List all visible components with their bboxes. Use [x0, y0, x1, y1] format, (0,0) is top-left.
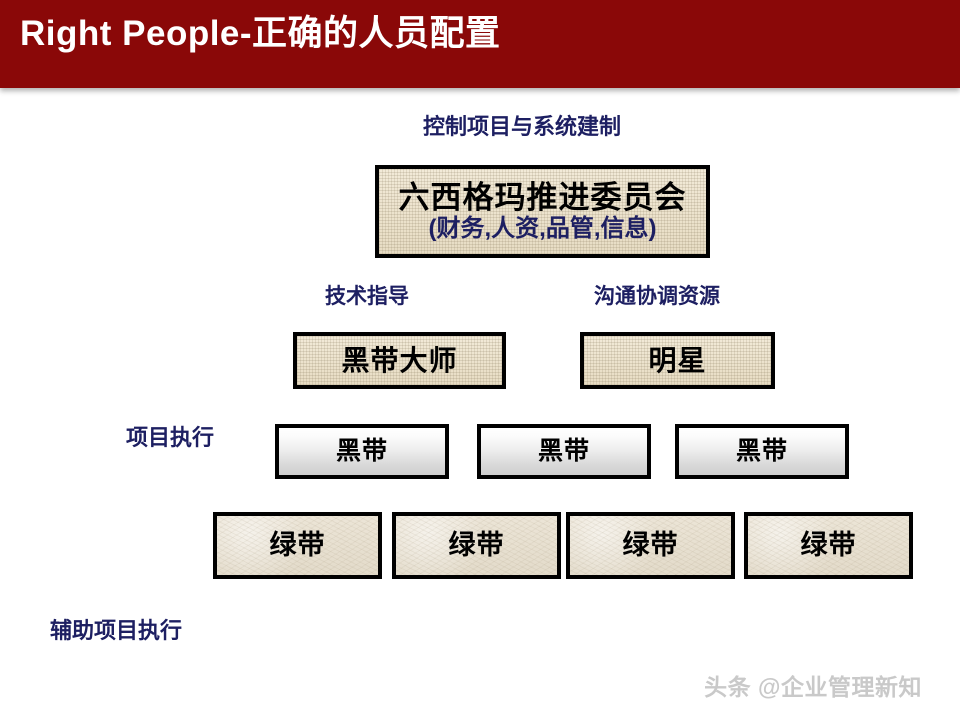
box-black-belt-3-title: 黑带	[735, 437, 788, 466]
box-committee-subtitle: (财务,人资,品管,信息)	[428, 215, 657, 243]
box-six-sigma-committee[interactable]: 六西格玛推进委员会 (财务,人资,品管,信息)	[375, 165, 710, 258]
box-champion-title: 明星	[648, 344, 707, 376]
box-green-belt-3[interactable]: 绿带	[566, 512, 735, 579]
box-black-belt-2[interactable]: 黑带	[477, 424, 651, 479]
caption-technical-guidance: 技术指导	[325, 285, 409, 308]
caption-communication-resources: 沟通协调资源	[594, 285, 720, 308]
page-title: Right People-正确的人员配置	[20, 14, 501, 53]
box-master-black-belt-title: 黑带大师	[341, 344, 458, 376]
box-green-belt-2[interactable]: 绿带	[392, 512, 561, 579]
box-black-belt-1[interactable]: 黑带	[275, 424, 449, 479]
box-committee-title: 六西格玛推进委员会	[398, 179, 687, 215]
box-green-belt-1-title: 绿带	[269, 530, 326, 561]
box-green-belt-2-title: 绿带	[448, 530, 505, 561]
row-label-assist-project-execution: 辅助项目执行	[50, 618, 183, 643]
row-label-project-execution: 项目执行	[126, 425, 215, 450]
caption-committee: 控制项目与系统建制	[423, 114, 622, 139]
box-green-belt-4-title: 绿带	[800, 530, 857, 561]
box-green-belt-3-title: 绿带	[622, 530, 679, 561]
box-green-belt-4[interactable]: 绿带	[744, 512, 913, 579]
box-green-belt-1[interactable]: 绿带	[213, 512, 382, 579]
org-hierarchy-diagram: 控制项目与系统建制 六西格玛推进委员会 (财务,人资,品管,信息) 技术指导 沟…	[0, 88, 960, 720]
box-black-belt-1-title: 黑带	[335, 437, 388, 466]
watermark: 头条 @企业管理新知	[704, 674, 922, 700]
box-champion[interactable]: 明星	[580, 332, 775, 389]
box-master-black-belt[interactable]: 黑带大师	[293, 332, 506, 389]
header-bar: Right People-正确的人员配置	[0, 0, 960, 88]
box-black-belt-3[interactable]: 黑带	[675, 424, 849, 479]
box-black-belt-2-title: 黑带	[537, 437, 590, 466]
